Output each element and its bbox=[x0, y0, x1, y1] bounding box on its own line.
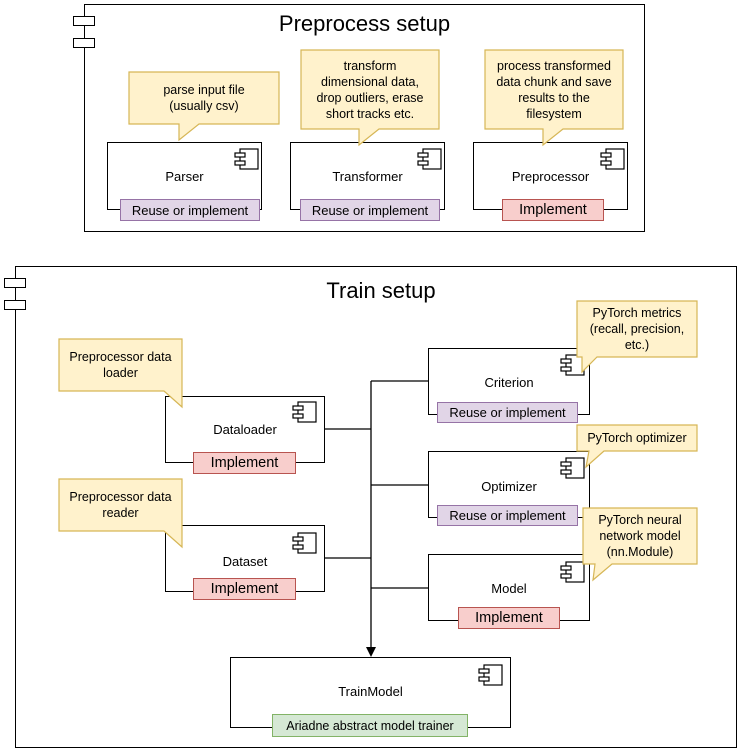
criterion-label: Criterion bbox=[484, 375, 534, 390]
preprocess-frame-tab-top bbox=[73, 16, 95, 26]
preprocessor-component-icon bbox=[600, 148, 625, 170]
trainmodel-badge: Ariadne abstract model trainer bbox=[272, 714, 468, 737]
preprocessor-note-shape bbox=[484, 49, 624, 147]
preprocessor-badge: Implement bbox=[502, 199, 604, 221]
optimizer-note: PyTorch optimizer bbox=[587, 431, 687, 445]
model-badge: Implement bbox=[458, 607, 560, 629]
dataset-component-icon bbox=[292, 532, 317, 554]
model-label: Model bbox=[491, 581, 527, 596]
dataloader-badge: Implement bbox=[193, 452, 296, 474]
transformer-badge: Reuse or implement bbox=[300, 199, 440, 221]
parser-component-icon bbox=[234, 148, 259, 170]
criterion-component-icon bbox=[560, 354, 585, 376]
optimizer-component-icon bbox=[560, 457, 585, 479]
trainmodel-label: TrainModel bbox=[338, 684, 403, 699]
parser-note-shape bbox=[128, 71, 280, 142]
parser-badge: Reuse or implement bbox=[120, 199, 260, 221]
transformer-note: transform dimensional data, drop outlier… bbox=[316, 58, 424, 121]
dataloader-label: Dataloader bbox=[213, 422, 277, 437]
optimizer-note-shape bbox=[576, 424, 698, 469]
transformer-label: Transformer bbox=[332, 169, 403, 184]
preprocess-frame-tab-bottom bbox=[73, 38, 95, 48]
preprocess-setup-title: Preprocess setup bbox=[278, 11, 451, 36]
optimizer-badge: Reuse or implement bbox=[437, 505, 578, 526]
trainmodel-component-icon bbox=[478, 664, 503, 686]
criterion-note-shape bbox=[576, 300, 698, 374]
train-frame-tab-bottom bbox=[4, 300, 26, 310]
preprocessor-note: process transformed data chunk and save … bbox=[496, 58, 612, 121]
transformer-component-icon bbox=[417, 148, 442, 170]
train-frame-tab-top bbox=[4, 278, 26, 288]
model-note-shape bbox=[582, 507, 698, 582]
parser-note: parse input file (usually csv) bbox=[163, 83, 245, 113]
dataset-badge: Implement bbox=[193, 578, 296, 600]
model-component-icon bbox=[560, 561, 585, 583]
dataloader-component-icon bbox=[292, 401, 317, 423]
criterion-badge: Reuse or implement bbox=[437, 402, 578, 423]
transformer-note-shape bbox=[300, 49, 440, 147]
dataloader-note: Preprocessor data loader bbox=[69, 350, 172, 380]
connector-lines bbox=[325, 380, 428, 650]
optimizer-label: Optimizer bbox=[481, 479, 537, 494]
dataset-note: Preprocessor data reader bbox=[69, 490, 172, 520]
model-note: PyTorch neural network model (nn.Module) bbox=[598, 513, 682, 559]
parser-label: Parser bbox=[165, 169, 204, 184]
criterion-note: PyTorch metrics (recall, precision, etc.… bbox=[589, 306, 685, 352]
dataset-label: Dataset bbox=[222, 554, 268, 569]
dataset-note-shape bbox=[58, 478, 183, 549]
preprocessor-label: Preprocessor bbox=[511, 169, 590, 184]
train-setup-title: Train setup bbox=[326, 278, 436, 303]
trainmodel-arrowhead bbox=[366, 647, 376, 657]
dataloader-note-shape bbox=[58, 338, 183, 409]
